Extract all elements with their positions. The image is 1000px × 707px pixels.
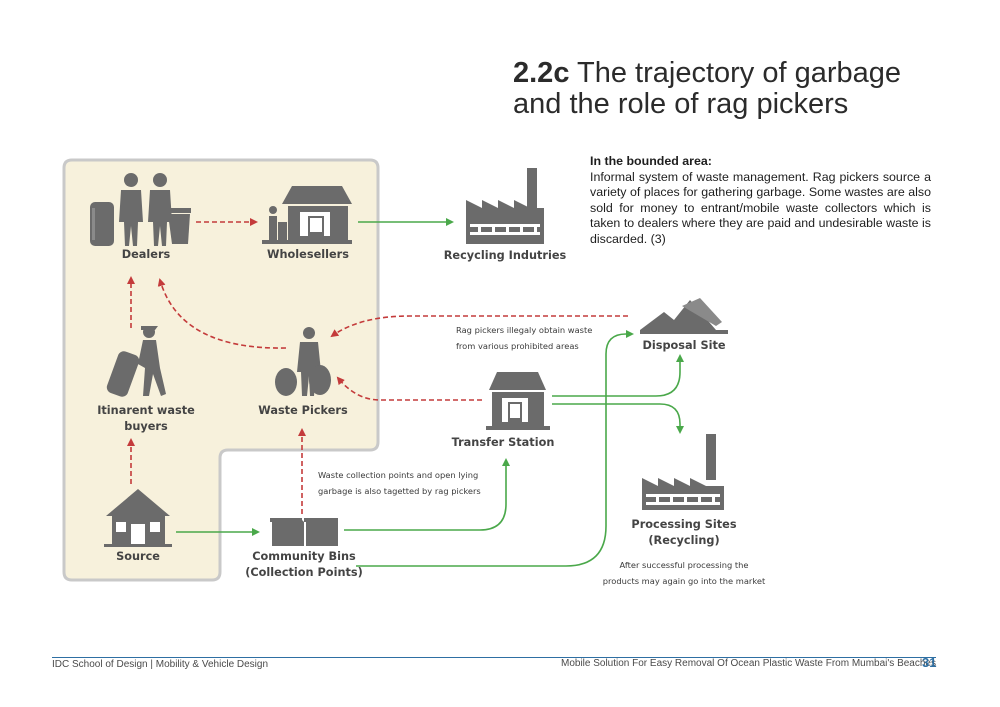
label-source: Source xyxy=(116,550,160,563)
title-line-1: The trajectory of garbage xyxy=(577,57,902,89)
label-itinerant-line-2: buyers xyxy=(124,420,168,433)
note-after-line-1: After successful processing the xyxy=(619,560,748,570)
label-recycling-industries: Recycling Indutries xyxy=(444,249,567,262)
arrow-transfer-to-pickers xyxy=(336,376,482,401)
label-wholesellers: Wholesellers xyxy=(267,248,349,261)
label-transfer-station: Transfer Station xyxy=(452,436,555,449)
note-after-line-2: products may again go into the market xyxy=(603,576,766,586)
informal-flow-arrows xyxy=(127,218,628,514)
transfer-station-icon xyxy=(486,372,550,430)
description-body: Informal system of waste management. Rag… xyxy=(590,169,931,246)
page-number: 31 xyxy=(922,655,937,670)
arrow-pickers-to-dealers xyxy=(157,278,287,349)
footer-divider xyxy=(52,657,936,658)
label-dealers: Dealers xyxy=(122,248,171,261)
section-number: 2.2c xyxy=(513,57,570,89)
page-title: 2.2c The trajectory of garbage and the r… xyxy=(513,58,973,120)
label-processing-line-1: Processing Sites xyxy=(631,518,736,531)
footer-left-text: IDC School of Design | Mobility & Vehicl… xyxy=(52,659,269,670)
note-collection-line-1: Waste collection points and open lying xyxy=(318,470,478,480)
description-block: In the bounded area: Informal system of … xyxy=(590,154,931,248)
note-collection-line-2: garbage is also tagetted by rag pickers xyxy=(318,486,481,496)
label-community-bins-line-2: (Collection Points) xyxy=(245,566,363,579)
arrow-disposal-to-pickers xyxy=(330,315,628,338)
recycling-industries-icon xyxy=(466,168,544,244)
label-processing-line-2: (Recycling) xyxy=(648,534,719,547)
arrow-transfer-to-disposal xyxy=(552,354,684,397)
label-disposal-site: Disposal Site xyxy=(642,339,725,352)
dealers-icon xyxy=(90,173,191,246)
processing-sites-icon xyxy=(642,434,724,510)
bounded-area xyxy=(62,158,380,582)
arrow-transfer-to-processing xyxy=(552,403,684,434)
disposal-site-icon xyxy=(640,298,728,334)
note-rag-line-1: Rag pickers illegaly obtain waste xyxy=(456,325,592,335)
community-bins-icon xyxy=(270,518,338,546)
footer-right-text: Mobile Solution For Easy Removal Of Ocea… xyxy=(560,658,936,669)
formal-flow-arrows xyxy=(176,218,684,567)
itinerant-buyer-icon xyxy=(106,326,166,397)
arrow-bins-to-transfer xyxy=(344,458,510,531)
label-waste-pickers: Waste Pickers xyxy=(258,404,348,417)
label-itinerant-line-1: Itinarent waste xyxy=(97,404,195,417)
description-heading: In the bounded area: xyxy=(590,154,712,168)
wholesellers-icon xyxy=(262,186,352,244)
note-rag-line-2: from various prohibited areas xyxy=(456,341,579,351)
title-line-2: and the role of rag pickers xyxy=(513,88,849,120)
source-house-icon xyxy=(104,489,172,547)
arrow-bins-to-disposal xyxy=(356,330,634,567)
waste-picker-icon xyxy=(275,327,331,396)
label-community-bins-line-1: Community Bins xyxy=(252,550,356,563)
